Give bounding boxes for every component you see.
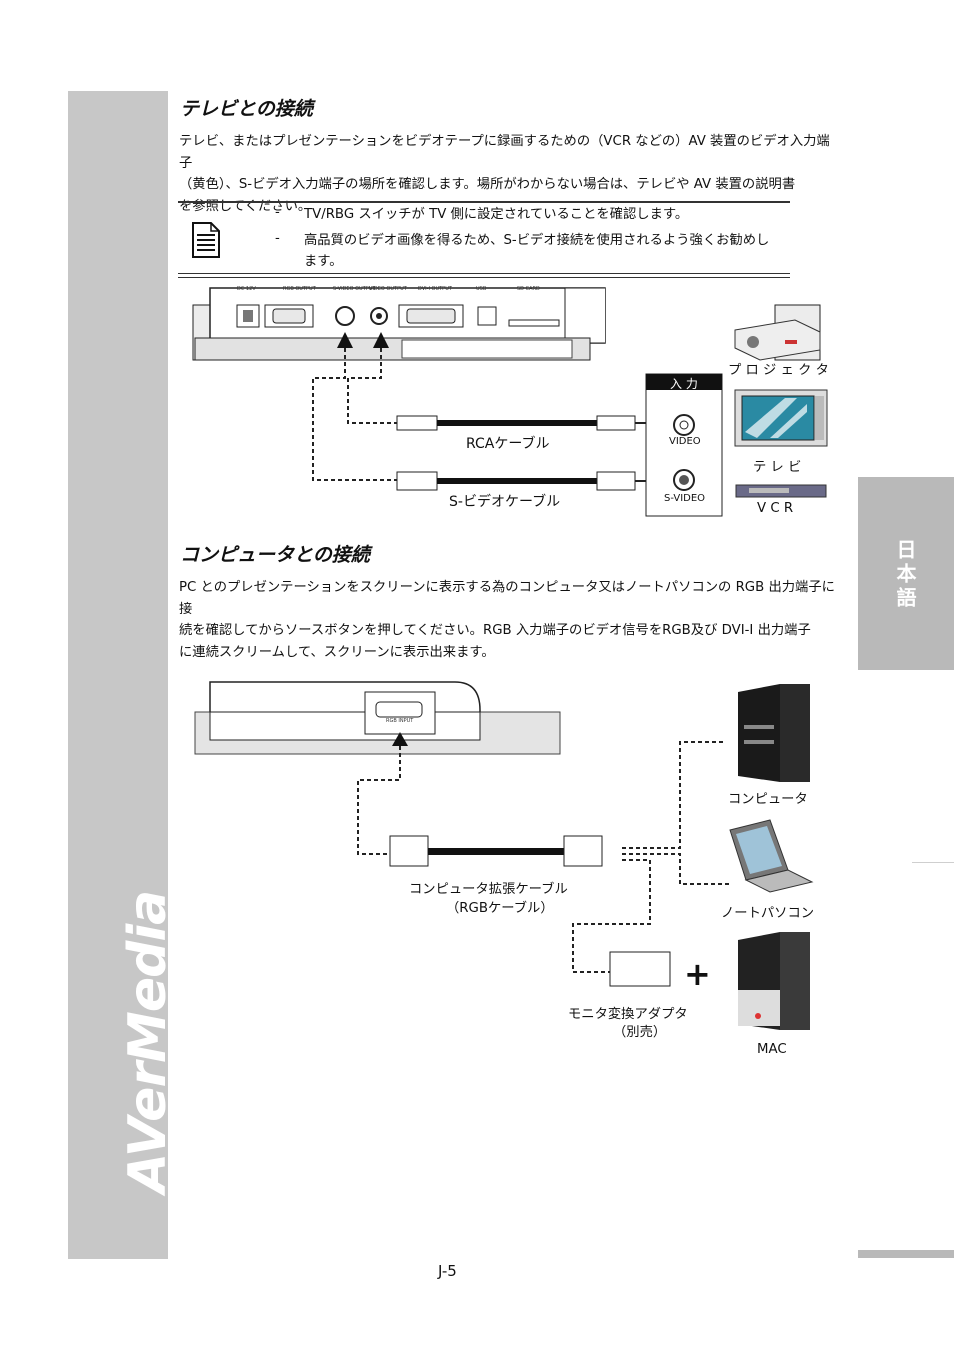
note-bullet: - xyxy=(275,205,280,220)
vcr-label: V C R xyxy=(757,501,794,516)
section1-line: テレビ、またはプレゼンテーションをビデオテープに録画するための（VCR などの）… xyxy=(179,134,830,171)
section2-title: コンピュータとの接続 xyxy=(180,544,370,566)
language-tab: 日本語 xyxy=(858,477,954,670)
rca-cable-label: RCAケーブル xyxy=(466,436,550,452)
section2-line: に連続スクリームして、スクリーンに表示出来ます。 xyxy=(179,644,495,660)
section2-line: 続を確認してからソースボタンを押してください。RGB 入力端子のビデオ信号をRG… xyxy=(179,623,811,638)
input-panel-header: 入 力 xyxy=(670,377,698,391)
note-rule-top xyxy=(178,201,790,203)
tv-label: テ レ ビ xyxy=(753,460,802,475)
port-label: S-VIDEO OUTPUT xyxy=(333,286,376,292)
section1-title: テレビとの接続 xyxy=(180,98,313,120)
note-line: 高品質のビデオ画像を得るため、S-ビデオ接続を使用されるよう強くお勧めし xyxy=(304,233,770,248)
brand-logo: AVerMedia xyxy=(118,890,178,1193)
ext-cable-sublabel: （RGBケーブル） xyxy=(446,901,554,916)
svideo-jack-label: S-VIDEO xyxy=(664,493,706,504)
note-icon xyxy=(191,221,221,263)
video-jack-label: VIDEO xyxy=(669,436,701,447)
plus-sign: + xyxy=(684,955,711,993)
note-rule-bottom-2 xyxy=(178,277,790,278)
port-label: SD CARD xyxy=(517,286,540,292)
tv-connection-diagram xyxy=(192,287,828,517)
computer-connection-diagram xyxy=(194,681,814,1030)
adapter-sublabel: （別売） xyxy=(613,1025,667,1040)
port-label: DC 12V xyxy=(237,286,256,292)
port-label: DVI-I OUTPUT xyxy=(418,286,452,292)
ext-cable-label: コンピュータ拡張ケーブル xyxy=(409,882,568,897)
note-rule-bottom xyxy=(178,273,790,274)
left-sidebar xyxy=(68,91,168,1259)
rgb-input-label: RGB INPUT xyxy=(386,718,414,724)
adapter-label: モニタ変換アダプタ xyxy=(568,1007,688,1022)
computer-label: コンピュータ xyxy=(728,792,808,807)
bottom-bar xyxy=(858,1250,954,1258)
note-item: 高品質のビデオ画像を得るため、S-ビデオ接続を使用されるよう強くお勧めし ます。 xyxy=(304,230,769,272)
section2-line: PC とのプレゼンテーションをスクリーンに表示する為のコンピュータ又はノートパソ… xyxy=(179,580,835,617)
port-label: VIDEO OUTPUT xyxy=(369,286,407,292)
laptop-label: ノートパソコン xyxy=(721,906,815,921)
note-item: TV/RBG スイッチが TV 側に設定されていることを確認します。 xyxy=(304,207,689,222)
svideo-cable-label: S-ビデオケーブル xyxy=(449,494,561,510)
note-line: ます。 xyxy=(304,254,343,269)
page-number: J-5 xyxy=(438,1262,457,1280)
section2-paragraph: PC とのプレゼンテーションをスクリーンに表示する為のコンピュータ又はノートパソ… xyxy=(179,577,841,663)
port-label: USB xyxy=(476,286,487,292)
language-tab-label: 日本語 xyxy=(893,539,917,611)
note-bullet: - xyxy=(275,231,280,246)
divider xyxy=(912,862,954,863)
port-label: RGB OUTPUT xyxy=(283,286,316,292)
section1-paragraph: テレビ、またはプレゼンテーションをビデオテープに録画するための（VCR などの）… xyxy=(179,131,841,217)
mac-label: MAC xyxy=(757,1042,787,1057)
section1-line: （黄色）、S-ビデオ入力端子の場所を確認します。場所がわからない場合は、テレビや… xyxy=(179,177,796,192)
projector-label: プ ロ ジ ェ ク タ xyxy=(728,363,829,378)
